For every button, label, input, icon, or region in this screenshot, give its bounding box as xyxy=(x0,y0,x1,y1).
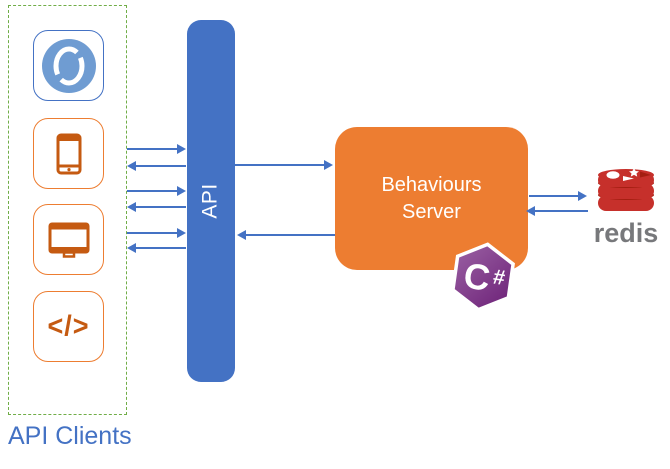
arrow-api-to-clients-3 xyxy=(127,242,186,253)
api-clients-label: API Clients xyxy=(8,422,132,450)
desktop-monitor-icon xyxy=(33,204,104,275)
arrow-server-to-api xyxy=(237,229,335,240)
api-clients-group: </> xyxy=(8,5,127,415)
arrow-clients-to-api-1 xyxy=(127,143,186,154)
monitor-glyph-icon xyxy=(48,222,89,258)
sync-app-icon xyxy=(33,30,104,101)
api-bar: API xyxy=(187,20,235,382)
api-bar-label: API xyxy=(198,183,222,219)
arrow-server-to-redis xyxy=(529,190,587,201)
code-icon: </> xyxy=(33,291,104,362)
sync-ring-icon xyxy=(53,46,84,85)
redis-logo: redis xyxy=(583,167,669,249)
behaviours-server-box: Behaviours Server xyxy=(335,127,528,270)
csharp-sharp: # xyxy=(492,266,507,290)
arrow-api-to-server xyxy=(235,159,333,170)
arrow-redis-to-server xyxy=(526,205,588,216)
arrow-clients-to-api-3 xyxy=(127,227,186,238)
arrow-api-to-clients-2 xyxy=(127,201,186,212)
redis-wordmark: redis xyxy=(593,218,659,248)
phone-glyph-icon xyxy=(56,133,81,174)
arrow-api-to-clients-1 xyxy=(127,160,186,171)
server-label-line2: Server xyxy=(402,200,461,223)
redis-stack-icon xyxy=(598,168,654,211)
mobile-phone-icon xyxy=(33,118,104,189)
sync-circle xyxy=(41,38,96,93)
csharp-logo: C # xyxy=(451,242,515,312)
server-label-line1: Behaviours xyxy=(381,173,482,196)
csharp-letter: C xyxy=(461,255,492,299)
code-glyph: </> xyxy=(47,310,90,342)
arrow-clients-to-api-2 xyxy=(127,185,186,196)
